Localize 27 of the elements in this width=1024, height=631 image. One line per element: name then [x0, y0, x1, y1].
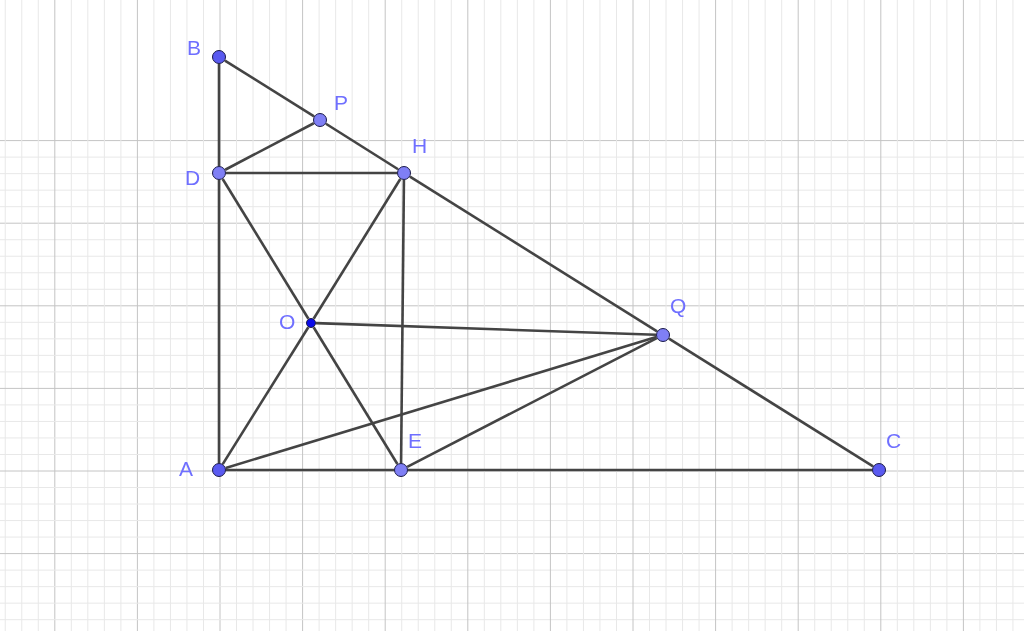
- line-segment: [221, 178, 310, 320]
- line-segment: [409, 175, 658, 333]
- line-segment: [217, 64, 221, 166]
- line-segment: [312, 178, 402, 320]
- point-label: A: [179, 458, 193, 480]
- line-segment: [315, 321, 657, 337]
- line-segment: [325, 122, 399, 171]
- line-segment: [226, 171, 397, 175]
- line-segment: [668, 337, 874, 468]
- point-label: O: [279, 311, 296, 333]
- line-segment: [226, 468, 394, 472]
- point-label: E: [408, 430, 422, 452]
- line-segment: [221, 326, 310, 465]
- point-label: C: [886, 430, 902, 452]
- point-label: P: [334, 92, 348, 114]
- point-label: H: [412, 135, 428, 157]
- point-label: Q: [670, 295, 687, 317]
- line-segment: [225, 335, 657, 470]
- line-segment: [406, 337, 658, 468]
- line-segment: [408, 468, 872, 472]
- line-segment: [217, 180, 221, 463]
- line-segment: [312, 326, 399, 465]
- point-label: D: [185, 167, 201, 189]
- line-segment: [224, 122, 315, 171]
- line-segment: [399, 180, 406, 463]
- point-label: B: [187, 37, 201, 59]
- line-segment: [224, 59, 315, 118]
